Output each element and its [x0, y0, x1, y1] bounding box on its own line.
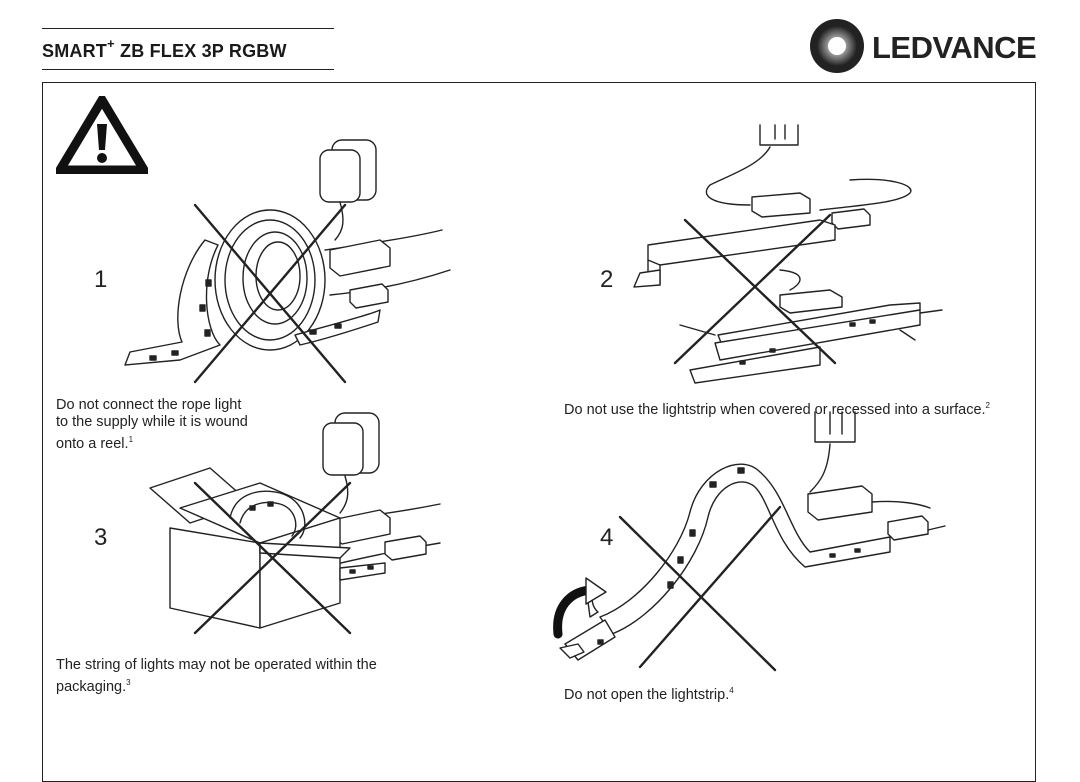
panel-2-caption: Do not use the lightstrip when covered o…	[564, 401, 990, 418]
panel-3-footnote: 3	[126, 678, 131, 687]
panel-3-number: 3	[94, 524, 108, 551]
warning-triangle-icon	[56, 96, 148, 174]
reel-lightstrip-crossed-icon	[124, 139, 451, 384]
panel-4-caption: Do not open the lightstrip.4	[564, 686, 734, 703]
panel-4-footnote: 4	[729, 686, 734, 695]
title-superscript: +	[107, 36, 115, 51]
panel-2-number: 2	[600, 266, 614, 293]
recessed-lightstrip-crossed-icon	[633, 124, 943, 384]
panel-3-caption: The string of lights may not be operated…	[56, 657, 377, 695]
logo-text: LEDVANCE	[872, 30, 1037, 65]
panel-1-number: 1	[94, 266, 108, 293]
logo-circle-icon	[810, 19, 864, 73]
ledvance-logo: LEDVANCE	[808, 17, 1048, 75]
boxed-lightstrip-crossed-icon	[149, 412, 441, 635]
title-main: SMART	[42, 41, 107, 61]
document-title: SMART+ ZB FLEX 3P RGBW	[42, 28, 334, 70]
panel-4-number: 4	[600, 524, 614, 551]
opened-lightstrip-crossed-icon	[553, 411, 946, 672]
panel-2-footnote: 2	[985, 401, 990, 410]
panel-1-footnote: 1	[128, 435, 134, 444]
title-rest: ZB FLEX 3P RGBW	[114, 41, 287, 61]
panel-1-caption: Do not connect the rope light to the sup…	[56, 397, 248, 452]
